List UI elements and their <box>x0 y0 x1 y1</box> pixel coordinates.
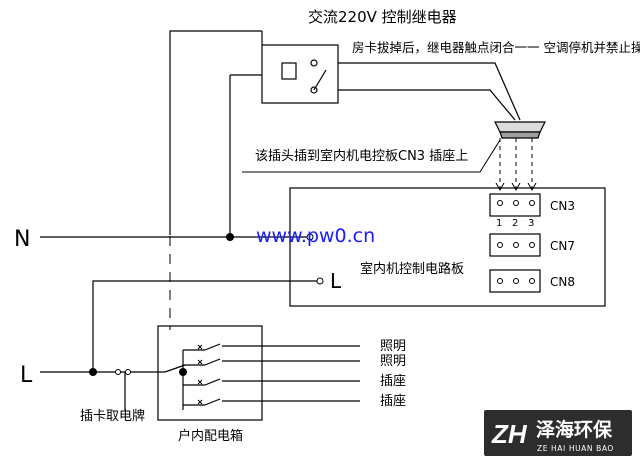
bus-taps <box>183 349 205 406</box>
plug-pins <box>495 138 537 192</box>
relay-coil-wire-left <box>169 30 262 235</box>
cn7-label: CN7 <box>550 239 575 253</box>
card-switch-label: 插卡取电牌 <box>80 408 145 424</box>
plug-head <box>494 121 546 139</box>
relay-contact-blade <box>313 69 327 91</box>
relay <box>261 44 339 104</box>
relay-box <box>261 44 339 104</box>
note-pointers <box>242 139 501 173</box>
relay-to-plug-cable-a <box>338 62 521 121</box>
circuit-label-3: 插座 <box>380 374 406 389</box>
socket-pins <box>306 200 535 285</box>
breaker-x <box>197 359 203 365</box>
junctions <box>89 233 234 376</box>
cn7-pin <box>529 242 535 248</box>
cn3-label: CN3 <box>550 199 575 213</box>
pin-arrow-1 <box>495 182 505 192</box>
logo-name-en: ZE HAI HUAN BAO <box>537 444 614 453</box>
plug-body <box>494 121 546 133</box>
logo-background <box>484 410 632 456</box>
cn3-socket <box>489 193 541 217</box>
cn7-pin <box>497 242 503 248</box>
circuit-lines <box>222 345 360 402</box>
relay-note: 房卡拔掉后，继电器触点闭合一一 空调停机并禁止操作 <box>352 40 640 55</box>
pin-arrow-2 <box>511 182 521 192</box>
card-switch-contact <box>115 369 121 375</box>
plug-base <box>499 131 541 139</box>
logo-mark: ZH <box>491 419 528 449</box>
brand-logo: ZH 泽海环保 ZE HAI HUAN BAO <box>484 410 632 456</box>
live-junction <box>89 368 97 376</box>
relay-coil <box>281 62 297 80</box>
pin-number-3: 3 <box>528 218 534 229</box>
breaker-marks <box>197 344 203 405</box>
cn8-pin <box>513 278 519 284</box>
line-label: L <box>20 363 33 388</box>
pin-number-1: 1 <box>496 218 502 229</box>
board-n-terminal <box>306 233 314 241</box>
logo-name-cn: 泽海环保 <box>536 418 613 441</box>
cn7-pin <box>513 242 519 248</box>
relay-title: 交流220V 控制继电器 <box>308 8 457 26</box>
breaker-x <box>197 344 203 350</box>
breaker-blades <box>204 343 221 406</box>
cn8-label: CN8 <box>550 275 575 289</box>
distribution-box-label: 户内配电箱 <box>178 428 243 444</box>
plug-note: 该插头插到室内机电控板CN3 插座上 <box>255 148 468 164</box>
wires <box>40 30 521 410</box>
distribution-box <box>157 325 263 421</box>
board-l-terminal <box>316 277 324 285</box>
relay-contact-top <box>310 59 318 67</box>
card-switch-contacts <box>115 369 131 375</box>
cn7-socket <box>489 233 541 257</box>
breaker-x <box>197 399 203 405</box>
cn8-socket <box>489 269 541 293</box>
cn3-pin <box>513 200 519 206</box>
cn8-pin <box>497 278 503 284</box>
breaker-main-blade <box>164 364 186 373</box>
cn3-pin <box>529 200 535 206</box>
relay-to-plug-cable-b <box>338 89 516 121</box>
circuit-label-2: 照明 <box>380 354 406 369</box>
circuit-label-1: 照明 <box>380 339 406 354</box>
breaker-x <box>197 379 203 385</box>
board-l-label: L <box>330 269 342 293</box>
card-switch-contact <box>125 369 131 375</box>
board-name: 室内机控制电路板 <box>360 261 464 277</box>
watermark: www.pw0.cn <box>256 225 375 247</box>
board-outline <box>289 187 606 307</box>
cn3-pin <box>497 200 503 206</box>
plug-note-pointer <box>242 139 501 173</box>
pin-number-2: 2 <box>512 218 518 229</box>
dashed-lines <box>169 236 171 330</box>
neutral-label: N <box>14 227 30 252</box>
circuit-label-4: 插座 <box>380 394 406 409</box>
distribution-box-outline <box>157 325 263 421</box>
board-line-feed <box>92 280 320 372</box>
pin-arrow-3 <box>527 182 537 192</box>
bus-junction <box>179 368 187 376</box>
neutral-junction <box>226 233 234 241</box>
control-board <box>289 187 606 307</box>
cn8-pin <box>529 278 535 284</box>
